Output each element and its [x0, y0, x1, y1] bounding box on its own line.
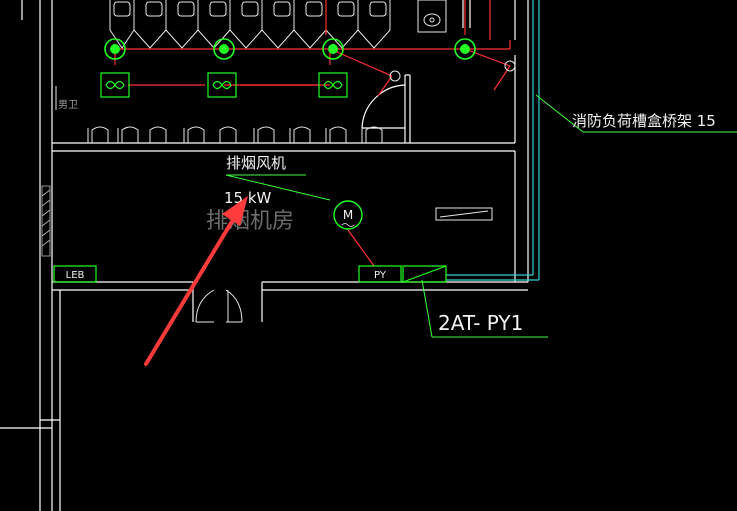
- leader-lines: [225, 94, 737, 338]
- py-box[interactable]: PY: [358, 265, 402, 283]
- wall-hatch: [41, 185, 51, 257]
- exhaust-fan-icon: [100, 72, 130, 98]
- switch-icon: [389, 60, 516, 82]
- ceiling-light-icon: [104, 38, 126, 60]
- red-conduits: [114, 0, 511, 267]
- motor-icon: M: [333, 200, 363, 230]
- wall-device: [435, 207, 493, 221]
- fan-name-label: 排烟风机: [226, 154, 286, 172]
- tray-label: 消防负荷槽盒桥架 15: [572, 112, 716, 130]
- leb-box[interactable]: LEB: [53, 265, 97, 283]
- cable-tray: [446, 0, 540, 281]
- distribution-panel[interactable]: [402, 265, 447, 283]
- room-name-label: 排烟机房: [206, 209, 294, 234]
- leb-label: LEB: [66, 270, 85, 281]
- motor-symbol: M: [343, 208, 353, 222]
- fan-power-label: 15 kW: [224, 189, 272, 207]
- urinals: [55, 86, 383, 143]
- annotation-arrow-icon: [144, 196, 248, 366]
- ceiling-light-icon: [322, 38, 344, 60]
- panel-label: 2AT- PY1: [438, 311, 523, 335]
- exhaust-fan-icon: [207, 72, 237, 98]
- ceiling-light-icon: [454, 38, 476, 60]
- py-label: PY: [374, 270, 387, 281]
- toilet-stalls: [109, 0, 447, 49]
- male-toilet-label: 男卫: [58, 99, 78, 111]
- exhaust-fan-icon: [318, 72, 348, 98]
- ceiling-light-icon: [213, 38, 235, 60]
- walls: [0, 0, 529, 511]
- double-door: [195, 289, 243, 323]
